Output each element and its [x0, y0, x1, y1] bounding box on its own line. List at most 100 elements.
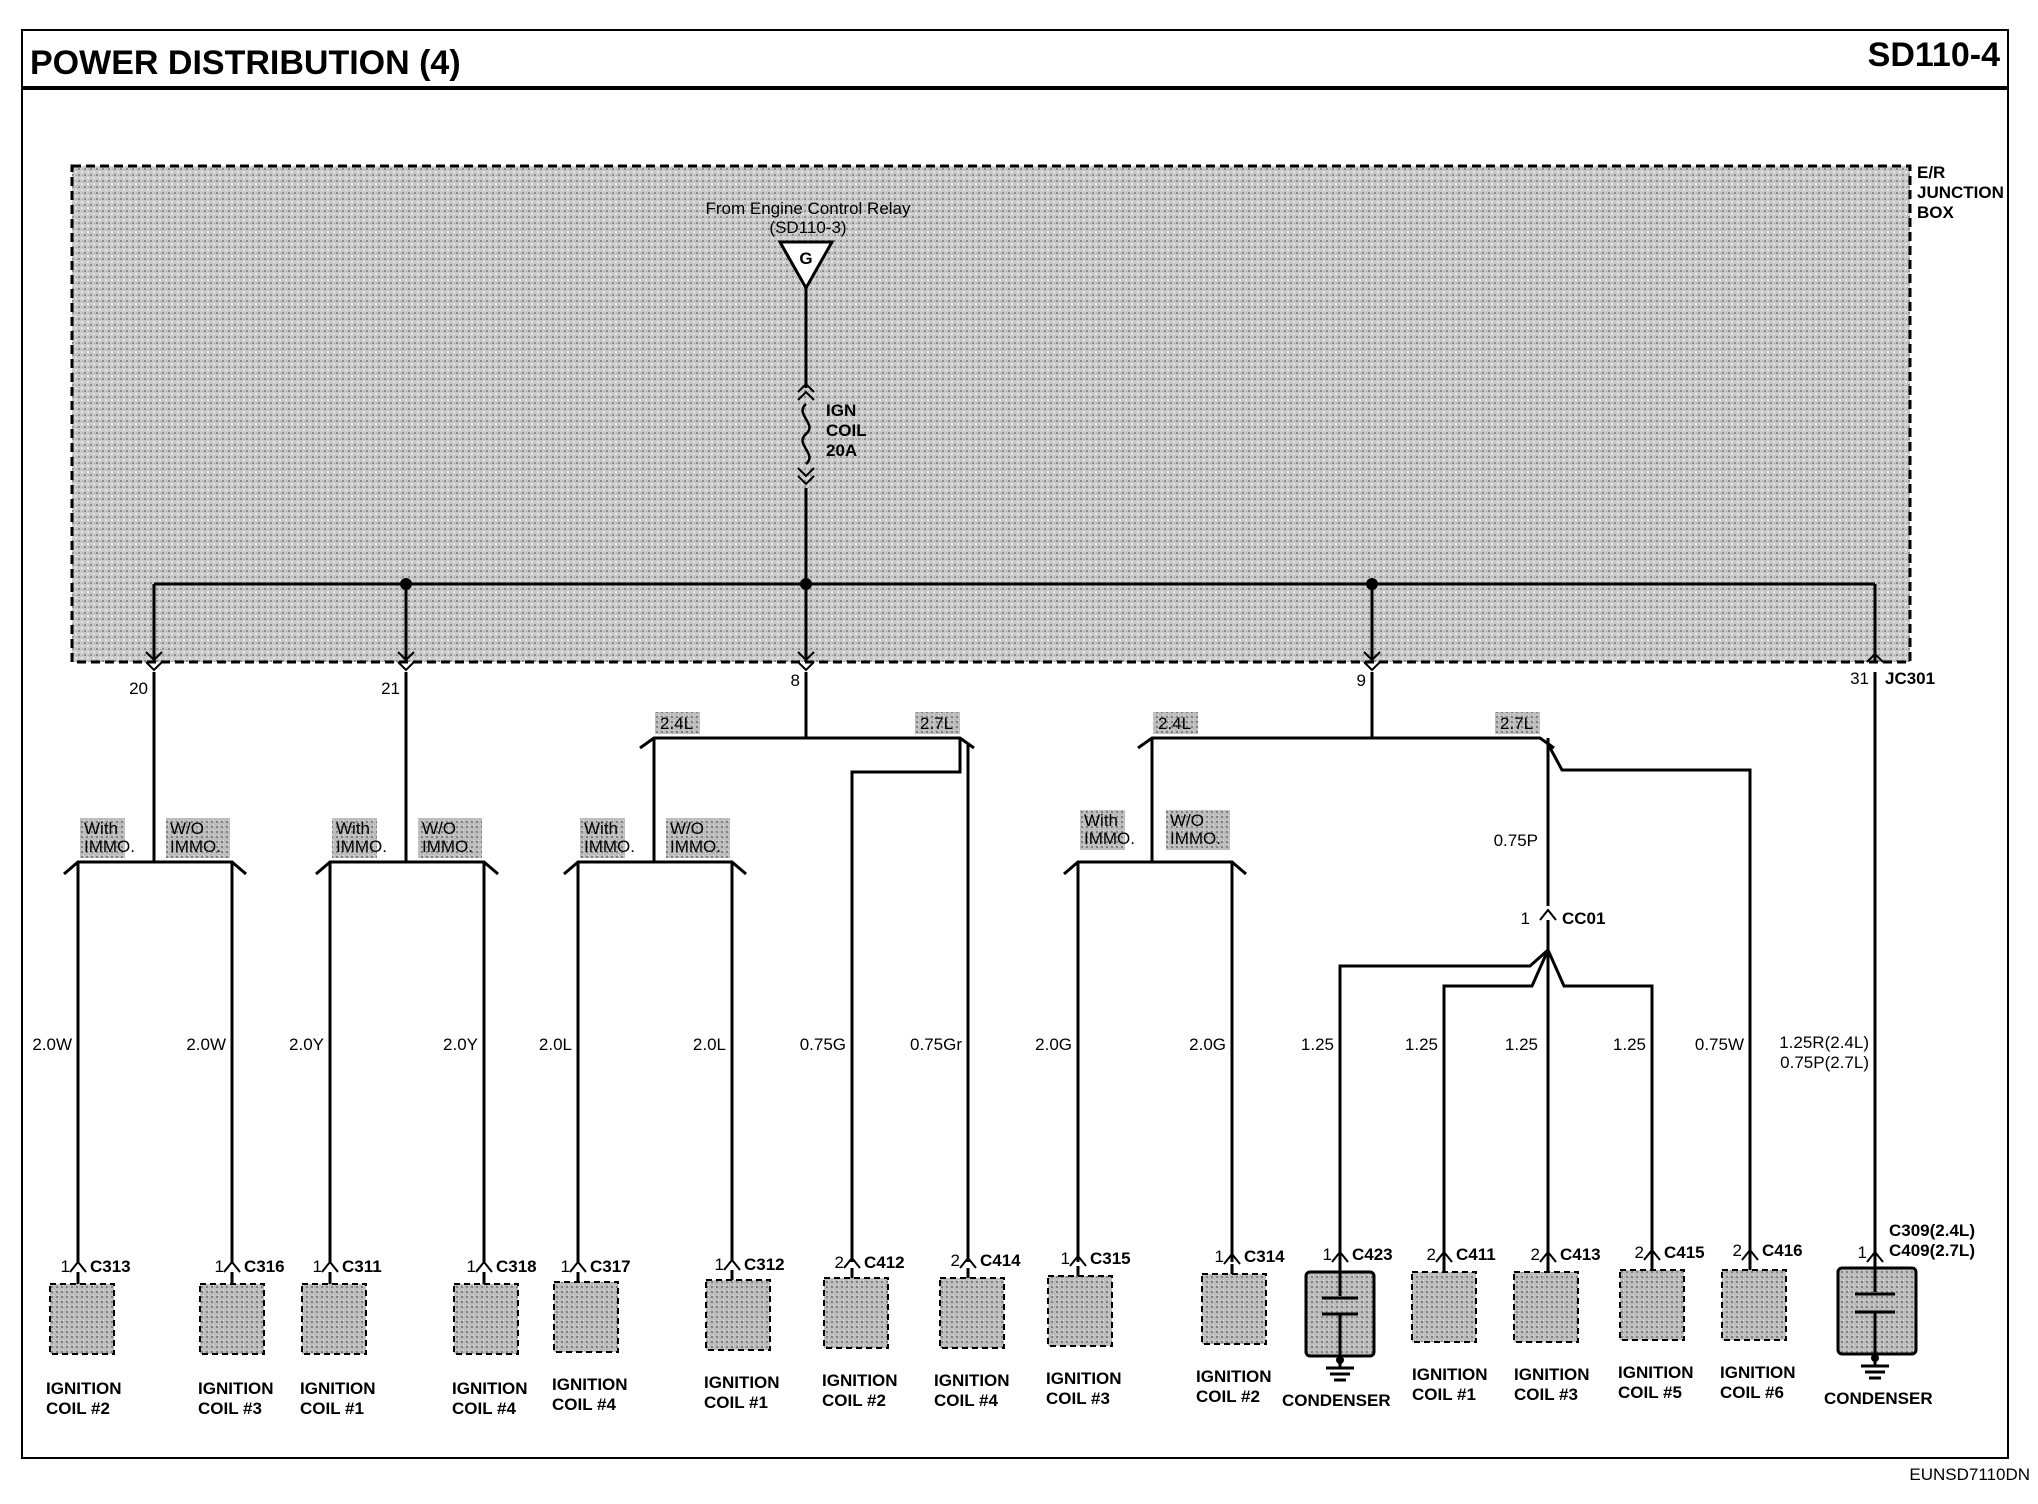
pin-number: 2: [1427, 1245, 1436, 1264]
junction-box-label: JUNCTION: [1917, 183, 2004, 202]
component-label: IGNITION: [452, 1379, 528, 1398]
component-label: COIL #3: [198, 1399, 262, 1418]
component-label: IGNITION: [198, 1379, 274, 1398]
immo-label: IMMO.: [1084, 829, 1135, 848]
connector-name: C309(2.4L): [1889, 1221, 1975, 1240]
connector-name: C413: [1560, 1245, 1601, 1264]
ignition-coil-box: [1201, 1273, 1267, 1345]
wire-label: 1.25: [1405, 1035, 1438, 1054]
junction-box: [70, 164, 1912, 664]
component-label: COIL #2: [1196, 1387, 1260, 1406]
wire-label: 2.0G: [1189, 1035, 1226, 1054]
wire-c412: [850, 738, 962, 1262]
component-label: IGNITION: [300, 1379, 376, 1398]
ignition-coil-box: [553, 1281, 619, 1353]
immo-label: IMMO.: [670, 837, 721, 856]
terminal-chevron: [145, 651, 163, 672]
component-label: IGNITION: [1412, 1365, 1488, 1384]
component-label: IGNITION: [1046, 1369, 1122, 1388]
connector-c317: 1 C317 IGNITION COIL #4: [552, 1257, 631, 1414]
pin-number: 2: [1733, 1241, 1742, 1260]
immo-label: IMMO.: [422, 837, 473, 856]
connector-name: C311: [342, 1257, 382, 1276]
fuse-bottom-chevron: [797, 467, 815, 486]
connector-c411: 2 C411 IGNITION COIL #1: [1411, 1245, 1496, 1404]
wire-label: 1.25: [1505, 1035, 1538, 1054]
immo-label: W/O: [1170, 811, 1204, 830]
wire-label: 0.75G: [800, 1035, 846, 1054]
wire-label: 0.75P(2.7L): [1780, 1053, 1869, 1072]
cc01-name: CC01: [1562, 909, 1605, 928]
ignition-coil-box: [199, 1283, 265, 1355]
component-label: CONDENSER: [1824, 1389, 1933, 1408]
wire-label: 2.0Y: [443, 1035, 478, 1054]
connector-c318: 1 C318 IGNITION COIL #4: [452, 1257, 537, 1418]
label-bg: [1495, 712, 1540, 734]
immo-split-20: With IMMO. W/O IMMO.: [63, 818, 247, 876]
ignition-coil-box: [1047, 1275, 1113, 1347]
terminal-number: 31: [1850, 669, 1869, 688]
page-code: SD110-4: [1868, 36, 2000, 74]
connector-c314: 1 C314 IGNITION COIL #2: [1196, 1247, 1285, 1406]
immo-label: With: [336, 819, 370, 838]
source-label: (SD110-3): [769, 218, 846, 237]
component-label: IGNITION: [46, 1379, 122, 1398]
fuse-label: IGN: [826, 401, 856, 420]
connector-name: C423: [1352, 1245, 1393, 1264]
connector-name: C315: [1090, 1249, 1131, 1268]
immo-split-9: With IMMO. W/O IMMO.: [1063, 810, 1247, 876]
ignition-coil-box: [823, 1277, 889, 1349]
terminal-chevron: [397, 651, 415, 672]
connector-c311: 1 C311 IGNITION COIL #1: [300, 1257, 382, 1418]
pin-number: 2: [1635, 1243, 1644, 1262]
pin-number: 1: [61, 1257, 70, 1276]
immo-label: W/O: [170, 819, 204, 838]
component-label: IGNITION: [822, 1371, 898, 1390]
connector-c312: 1 C312 IGNITION COIL #1: [704, 1255, 785, 1412]
connector-name: C415: [1664, 1243, 1705, 1262]
engine-split: [639, 736, 975, 750]
component-label: CONDENSER: [1282, 1391, 1391, 1410]
component-label: IGNITION: [1618, 1363, 1694, 1382]
pin-number: 2: [835, 1253, 844, 1272]
pin-number: 1: [715, 1255, 724, 1274]
wire-label: 1.25R(2.4L): [1779, 1033, 1869, 1052]
label-bg: [655, 712, 700, 734]
engine-label: 2.4L: [1158, 714, 1191, 733]
immo-label: W/O: [422, 819, 456, 838]
component-label: COIL #1: [1412, 1385, 1476, 1404]
wire-label-075p: 0.75P: [1494, 831, 1538, 850]
wire-label: 0.75W: [1695, 1035, 1744, 1054]
engine-label: 2.4L: [660, 714, 693, 733]
wire-label: 2.0Y: [289, 1035, 324, 1054]
component-label: COIL #4: [552, 1395, 616, 1414]
component-label: IGNITION: [1720, 1363, 1796, 1382]
component-label: COIL #5: [1618, 1383, 1682, 1402]
wire-label: 2.0L: [539, 1035, 572, 1054]
source-connector-letter: G: [799, 249, 812, 268]
connector-c416: 2 C416 IGNITION COIL #6: [1720, 1241, 1803, 1402]
connector-name: C316: [244, 1257, 285, 1276]
immo-label: With: [1084, 811, 1118, 830]
label-bg: [915, 712, 960, 734]
footer-code: EUNSD7110DN: [1909, 1465, 2030, 1484]
component-label: COIL #2: [822, 1391, 886, 1410]
ground-icon: [1861, 1364, 1889, 1380]
component-label: COIL #4: [934, 1391, 998, 1410]
pin-number: 1: [215, 1257, 224, 1276]
connector-c414: 2 C414 IGNITION COIL #4: [934, 1251, 1021, 1410]
connector-c412: 2 C412 IGNITION COIL #2: [822, 1253, 905, 1410]
connector-name: C409(2.7L): [1889, 1241, 1975, 1260]
connector-c313: 1 C313 IGNITION COIL #2: [46, 1257, 131, 1418]
terminal-number: 8: [791, 671, 800, 690]
pin-number: 1: [1061, 1249, 1070, 1268]
ignition-coil-box: [1411, 1271, 1477, 1343]
fuse-label: 20A: [826, 441, 857, 460]
component-label: IGNITION: [552, 1375, 628, 1394]
fuse-label: COIL: [826, 421, 867, 440]
component-label: IGNITION: [1196, 1367, 1272, 1386]
cc01-fan-c415: [1546, 949, 1654, 1262]
immo-label: IMMO.: [84, 837, 135, 856]
component-label: COIL #2: [46, 1399, 110, 1418]
